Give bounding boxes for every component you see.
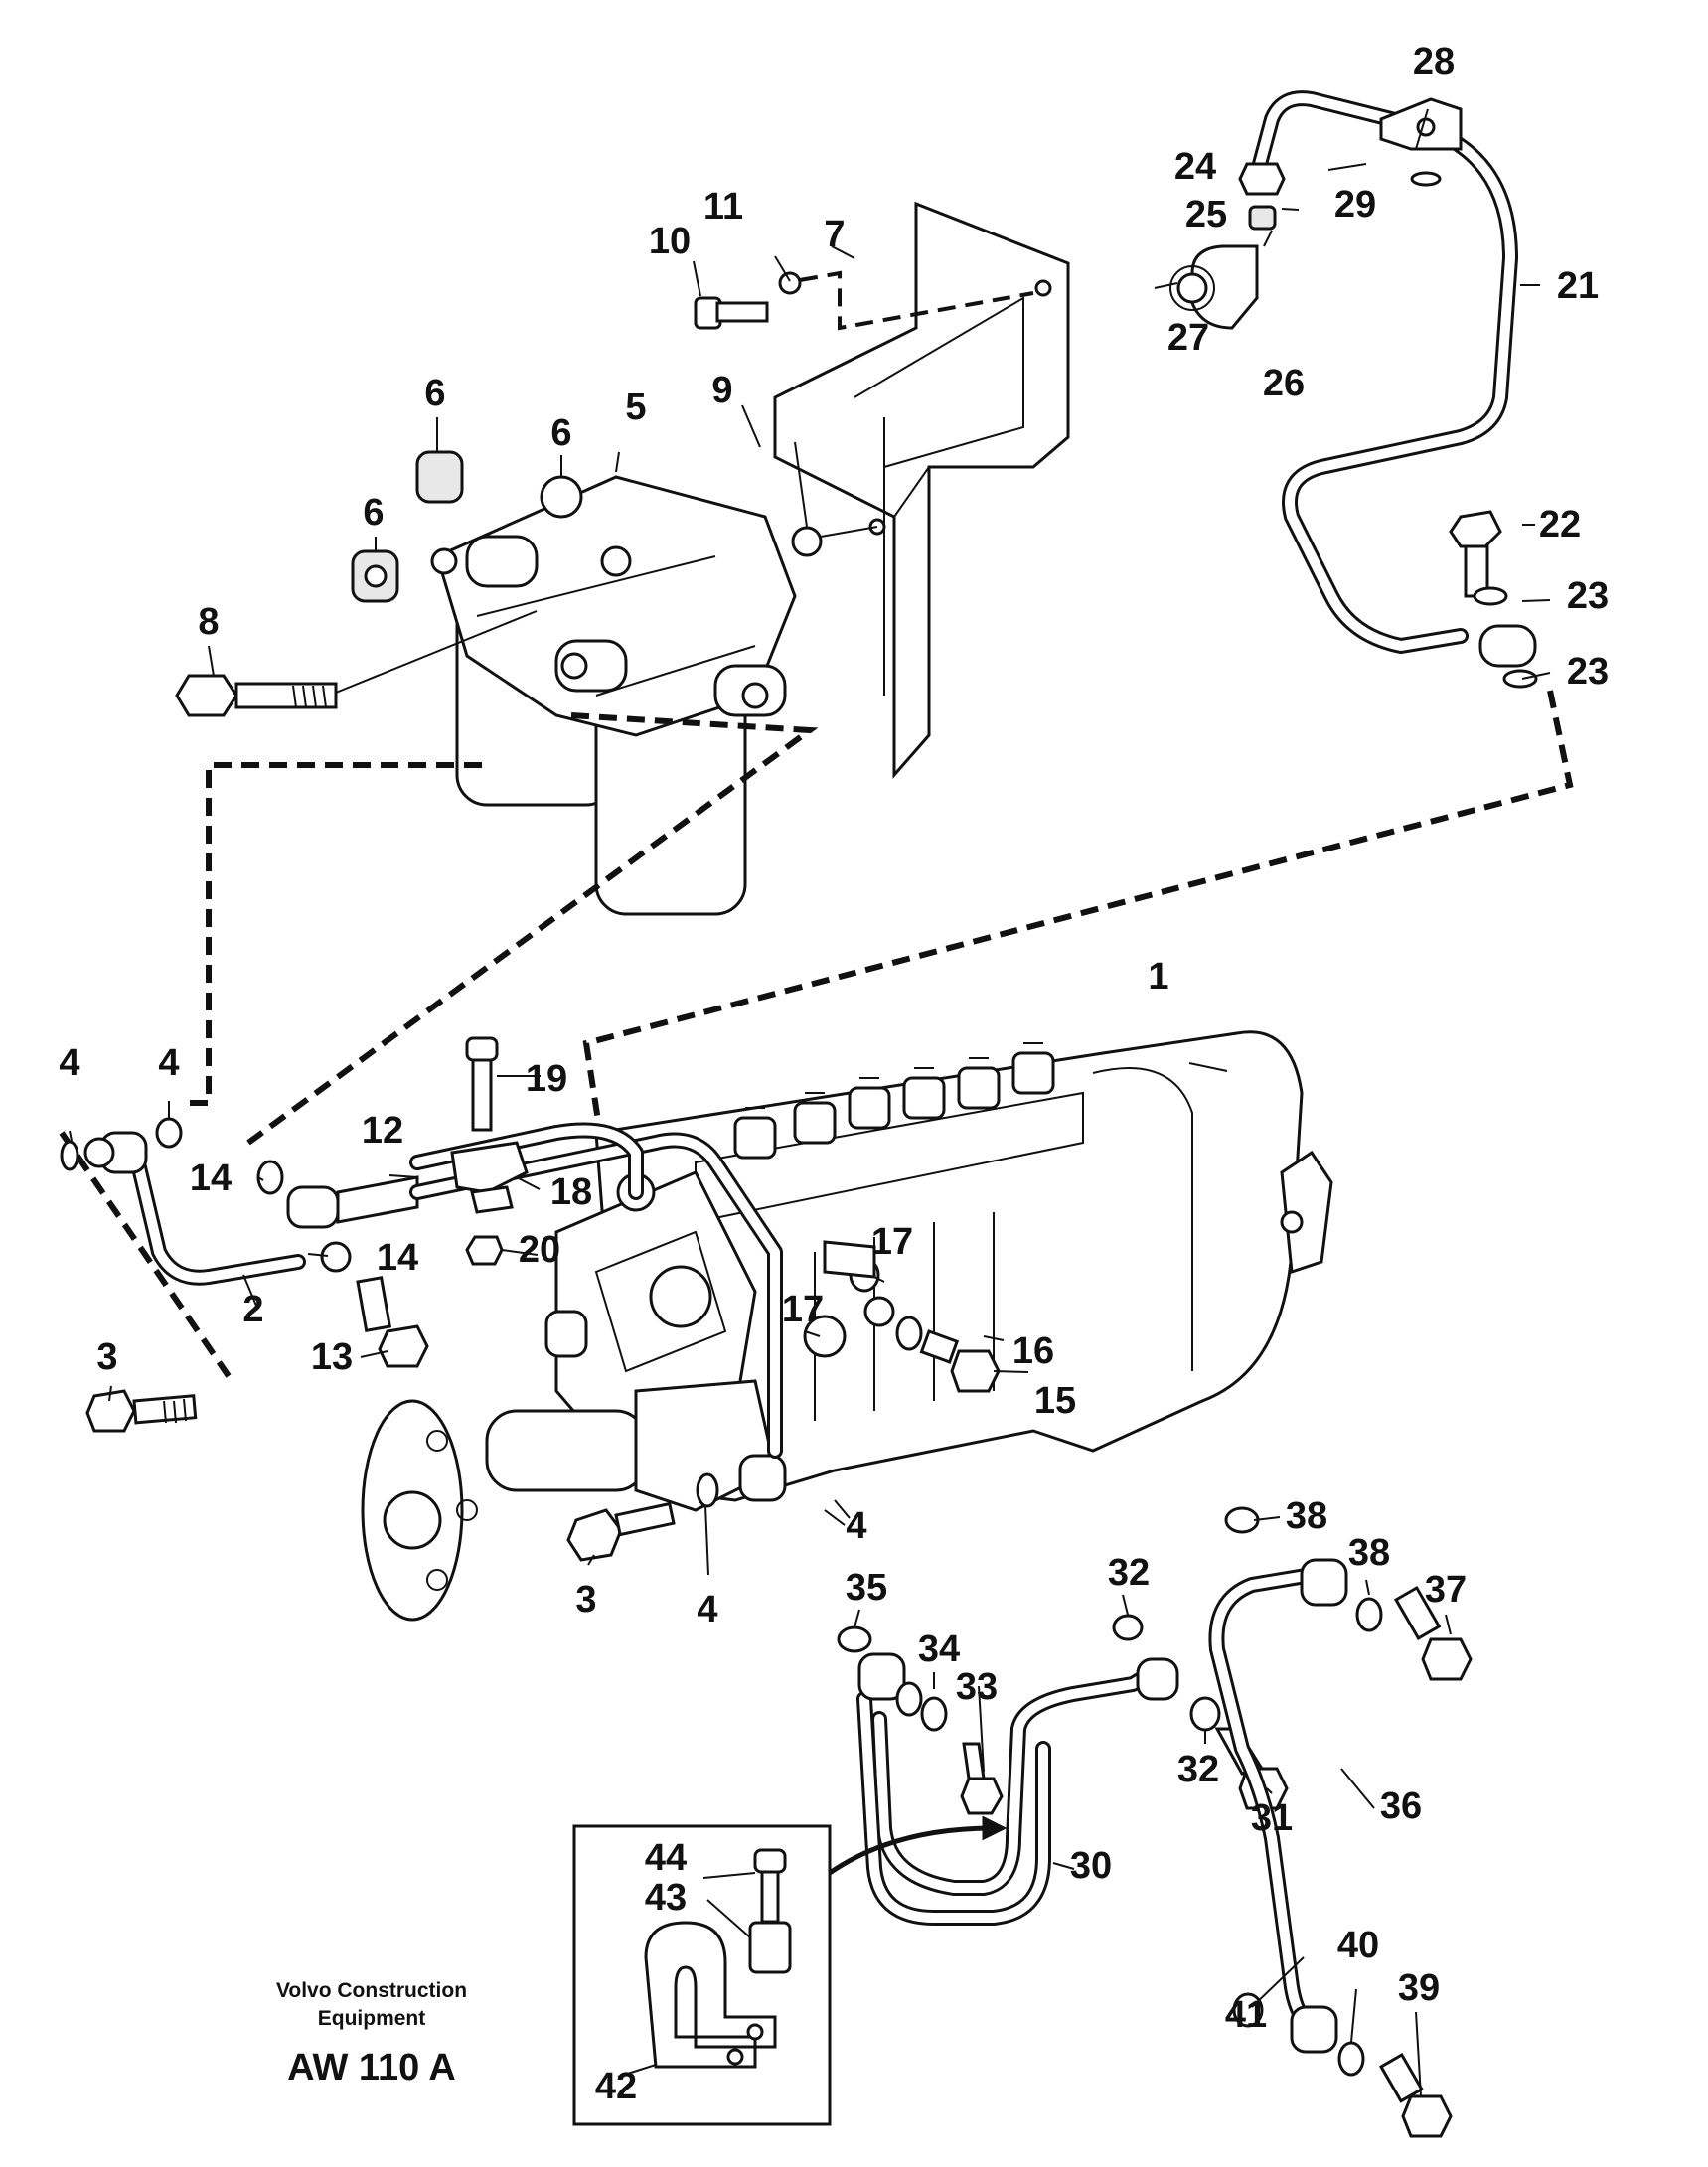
- callout-2: 2: [242, 1289, 263, 1330]
- callout-26: 26: [1263, 363, 1305, 404]
- callout-6: 6: [550, 412, 571, 454]
- callout-7: 7: [824, 214, 845, 255]
- company-name-line1: Volvo Construction: [276, 1979, 467, 2002]
- callout-8: 8: [198, 601, 219, 643]
- bolt-3-upper: [85, 1389, 198, 1433]
- callout-23: 23: [1567, 651, 1609, 693]
- callout-21: 21: [1557, 265, 1599, 307]
- callout-12: 12: [362, 1110, 403, 1152]
- callout-22: 22: [1539, 504, 1581, 545]
- callout-15: 15: [1034, 1380, 1076, 1422]
- callout-44: 44: [645, 1837, 687, 1879]
- callout-14: 14: [190, 1158, 232, 1199]
- plug-parts: [351, 450, 464, 603]
- callout-labels: 1 2 3 3 4 4 4 4 5 6 6 6 7 8 9 10 11 12 1…: [59, 41, 1609, 2107]
- callout-6: 6: [424, 373, 445, 414]
- callout-3: 3: [575, 1579, 596, 1621]
- leak-off-pipe-36: [1208, 1506, 1473, 2138]
- callout-28: 28: [1413, 41, 1455, 82]
- return-line-21: [1169, 90, 1518, 654]
- callout-1: 1: [1148, 956, 1168, 998]
- callout-10: 10: [649, 221, 691, 262]
- callout-25: 25: [1185, 194, 1227, 235]
- callout-33: 33: [956, 1666, 998, 1708]
- callout-6: 6: [363, 492, 384, 534]
- callout-4: 4: [846, 1505, 866, 1547]
- callout-31: 31: [1251, 1797, 1293, 1839]
- callout-41: 41: [1225, 1994, 1267, 2036]
- callout-38: 38: [1348, 1532, 1390, 1574]
- callout-30: 30: [1070, 1845, 1112, 1887]
- bolt-8: [175, 610, 538, 717]
- fuel-pipe-2: [60, 1117, 306, 1286]
- callout-13: 13: [311, 1336, 353, 1378]
- callout-16: 16: [1012, 1330, 1054, 1372]
- callout-14: 14: [377, 1237, 418, 1279]
- company-name-line2: Equipment: [318, 2007, 426, 2030]
- bolt-3-lower: [566, 1454, 787, 1562]
- callout-36: 36: [1380, 1785, 1422, 1827]
- callout-24: 24: [1174, 146, 1216, 188]
- callout-34: 34: [918, 1628, 960, 1670]
- callout-35: 35: [846, 1567, 887, 1609]
- callout-3: 3: [96, 1336, 117, 1378]
- callout-37: 37: [1425, 1569, 1467, 1611]
- callout-23: 23: [1567, 575, 1609, 617]
- fuel-filter-assembly: [430, 475, 797, 916]
- drawing-footer: Volvo Construction Equipment AW 110 A: [276, 1979, 467, 2089]
- callout-11: 11: [703, 186, 743, 228]
- callout-4: 4: [59, 1042, 79, 1084]
- banjo-bolt-22-washers-23: [1449, 510, 1538, 689]
- callout-17: 17: [871, 1221, 913, 1263]
- callout-4: 4: [697, 1589, 717, 1630]
- callout-32: 32: [1177, 1749, 1219, 1790]
- delivery-valves: [733, 1042, 1055, 1160]
- overflow-valve-15-16-17: [803, 1240, 1001, 1393]
- clip-detail-inset: [572, 1815, 1008, 2126]
- drawing-code: AW 110 A: [287, 2047, 456, 2089]
- callout-19: 19: [526, 1058, 567, 1100]
- leader-lines: [69, 108, 1551, 2097]
- callout-20: 20: [519, 1229, 560, 1271]
- callout-43: 43: [645, 1877, 687, 1919]
- callout-39: 39: [1398, 1967, 1440, 2009]
- feed-pump-and-coupling: [361, 1170, 777, 1622]
- callout-42: 42: [595, 2066, 637, 2107]
- callout-17: 17: [782, 1289, 824, 1330]
- callout-27: 27: [1167, 317, 1209, 359]
- callout-40: 40: [1337, 1925, 1379, 1966]
- callout-29: 29: [1334, 184, 1376, 226]
- callout-38: 38: [1286, 1495, 1327, 1537]
- leak-off-pipe-30: [837, 1614, 1289, 1926]
- callout-4: 4: [158, 1042, 179, 1084]
- filter-bracket: [773, 201, 1070, 779]
- banjo-connection-12-14-13: [256, 1160, 429, 1368]
- bolt-10-washer-11: [694, 270, 1034, 557]
- callout-18: 18: [550, 1171, 592, 1213]
- callout-9: 9: [711, 370, 732, 411]
- callout-5: 5: [625, 387, 646, 428]
- pipe-clip-18-19-20: [409, 1036, 783, 1459]
- callout-32: 32: [1108, 1552, 1150, 1594]
